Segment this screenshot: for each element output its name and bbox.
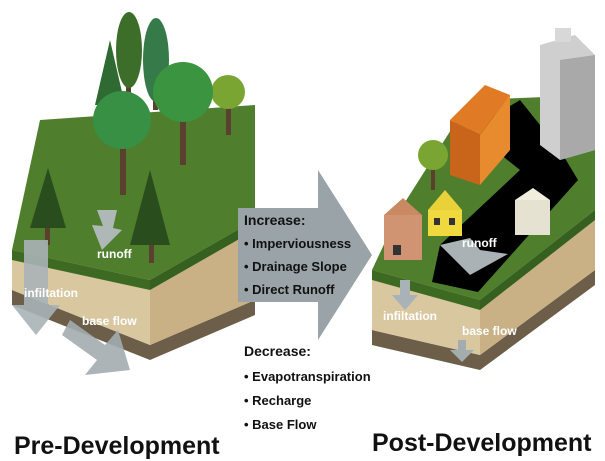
decrease-item-1: • Evapotranspiration — [244, 369, 371, 384]
pre-baseflow-label: base flow — [82, 314, 137, 328]
pre-baseflow-arrow — [62, 320, 130, 375]
pre-runoff-arrow — [92, 210, 122, 250]
pre-runoff-label: runoff — [97, 247, 133, 261]
post-development-title: Post-Development — [372, 429, 592, 457]
pre-rock-layer — [12, 290, 255, 360]
increase-heading: Increase: — [244, 212, 305, 228]
decrease-item-2: • Recharge — [244, 393, 311, 408]
post-grass-edge-left — [372, 270, 480, 310]
middle-arrow-group: Increase: • Imperviousness • Drainage Sl… — [238, 170, 372, 432]
round-tree-small — [211, 75, 245, 135]
white-house — [515, 188, 550, 235]
pine-tree-left — [30, 168, 66, 245]
orange-building — [450, 85, 510, 185]
round-tree-front — [93, 91, 151, 195]
yellow-house — [428, 190, 462, 236]
pre-grass-top — [12, 105, 255, 280]
post-soil-right — [480, 210, 595, 355]
pre-infiltration-label: infiltation — [24, 286, 78, 300]
pine-tree-right — [130, 170, 170, 263]
pre-development-title: Pre-Development — [14, 432, 220, 460]
post-development-block: runoff infiltation base flow — [372, 28, 595, 370]
post-baseflow-label: base flow — [462, 324, 517, 338]
tan-house — [384, 198, 422, 260]
pre-grass-edge-right — [150, 220, 255, 290]
post-grass-edge-right — [480, 210, 595, 310]
pre-development-block: runoff infiltation base flow — [12, 12, 255, 375]
post-infiltration-arrow — [392, 280, 418, 310]
decrease-item-3: • Base Flow — [244, 417, 317, 432]
post-soil-left — [372, 270, 480, 355]
round-tree-large — [153, 62, 213, 165]
post-baseflow-arrow — [450, 340, 474, 362]
increase-item-3: • Direct Runoff — [244, 282, 335, 297]
increase-item-2: • Drainage Slope — [244, 259, 347, 274]
tall-cypress-tree — [116, 12, 142, 100]
round-tree-post — [418, 140, 448, 190]
post-infiltration-label: infiltation — [383, 309, 437, 323]
decrease-heading: Decrease: — [244, 343, 311, 359]
pre-infiltration-arrow — [12, 240, 60, 335]
increase-item-1: • Imperviousness — [244, 236, 351, 251]
post-runoff-label: runoff — [462, 236, 498, 250]
post-rock-layer — [372, 270, 595, 370]
tall-grey-building — [540, 28, 595, 160]
post-runoff-arrow — [440, 238, 508, 275]
big-transition-arrow — [238, 170, 372, 340]
pre-soil-right — [150, 220, 255, 345]
